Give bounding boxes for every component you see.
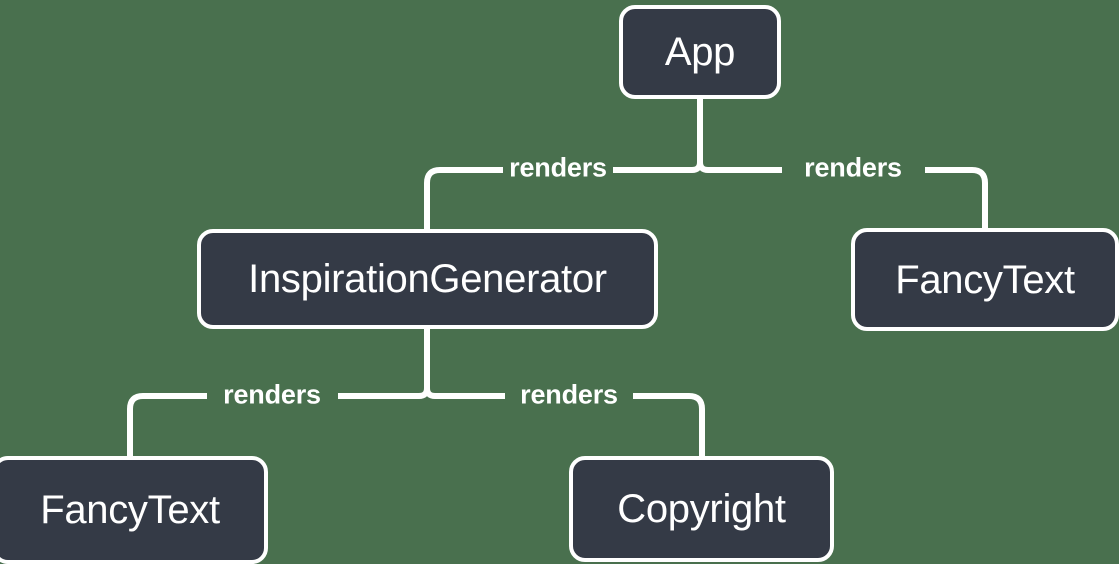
node-fancytext-right-label: FancyText bbox=[895, 257, 1075, 302]
edge-app-to-fancytext-right bbox=[925, 167, 988, 228]
edge-inspirationgenerator-stem bbox=[418, 329, 430, 399]
edge-app-to-inspirationgenerator-right bbox=[424, 167, 503, 229]
node-fancytext-bottom-label: FancyText bbox=[40, 488, 220, 532]
node-copyright-label: Copyright bbox=[617, 487, 786, 531]
node-inspiration-generator-label: InspirationGenerator bbox=[248, 257, 607, 301]
edge-inspirationgenerator-stem-right bbox=[424, 387, 436, 399]
edge-label-app-to-fancytext-right: renders bbox=[804, 152, 902, 183]
node-app-label: App bbox=[664, 30, 736, 74]
edge-inspirationgenerator-to-copyright-right bbox=[633, 393, 705, 456]
node-app[interactable]: App bbox=[619, 5, 781, 99]
edge-app-stem bbox=[691, 99, 703, 173]
edge-label-app-to-inspiration-generator: renders bbox=[509, 152, 607, 183]
edge-label-inspiration-generator-to-copyright: renders bbox=[520, 379, 618, 410]
node-inspiration-generator[interactable]: InspirationGenerator bbox=[197, 229, 658, 329]
edge-app-stem-right bbox=[697, 161, 709, 173]
node-fancytext-bottom[interactable]: FancyText bbox=[0, 456, 268, 564]
node-fancytext-right[interactable]: FancyText bbox=[851, 228, 1119, 331]
node-copyright[interactable]: Copyright bbox=[569, 456, 834, 562]
edge-inspirationgenerator-to-fancytext-left bbox=[127, 393, 207, 456]
edge-label-inspiration-generator-to-fancytext-bottom: renders bbox=[223, 379, 321, 410]
